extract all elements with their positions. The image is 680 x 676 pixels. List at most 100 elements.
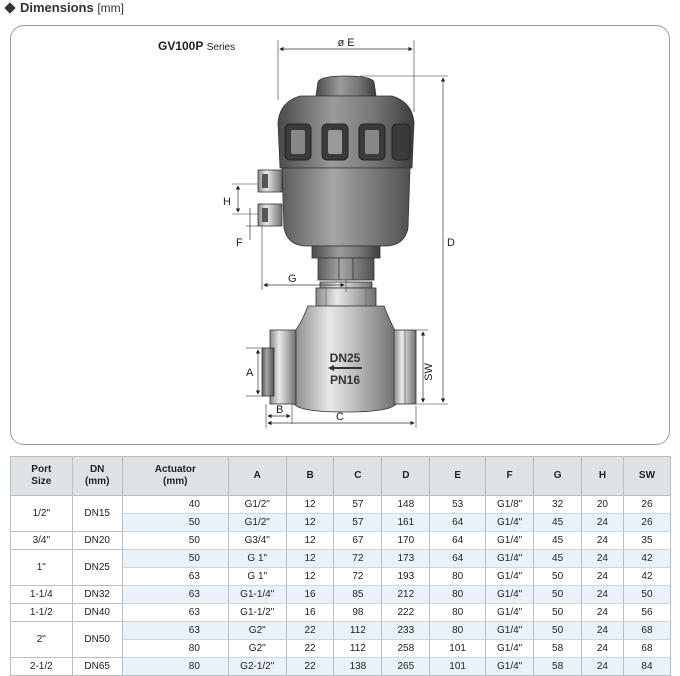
cell-H: 24 — [580, 531, 624, 550]
series-suffix: Series — [206, 42, 236, 53]
cell-B: 12 — [285, 513, 335, 532]
dim-label-F: F — [236, 237, 243, 249]
cell-A: G 1" — [227, 549, 287, 568]
col-header-actuator: Actuator(mm) — [121, 456, 229, 496]
cell-D: 222 — [381, 603, 431, 622]
cell-F: G1/4" — [484, 639, 535, 658]
cell-port-size: 1-1/4 — [10, 585, 73, 604]
cell-C: 72 — [333, 549, 383, 568]
cell-actuator: 50 — [121, 513, 229, 532]
cell-C: 85 — [333, 585, 383, 604]
cell-E: 53 — [429, 495, 486, 514]
cell-F: G1/4" — [484, 513, 535, 532]
cell-D: 161 — [381, 513, 431, 532]
col-header-A: A — [227, 456, 287, 496]
valve-dimension-drawing: DN25 PN16 ø E D SW H F G A B C — [223, 37, 455, 428]
cell-H: 24 — [580, 585, 624, 604]
cell-B: 12 — [285, 495, 335, 514]
dim-label-E: ø E — [337, 37, 354, 49]
valve-body — [293, 305, 397, 413]
actuator-neck — [311, 245, 381, 259]
cell-port-size: 2" — [10, 621, 73, 658]
cell-A: G1/2" — [227, 495, 287, 514]
cell-F: G1/4" — [484, 657, 535, 676]
col-header-port-line1: Port — [31, 464, 52, 475]
cell-F: G1/4" — [484, 621, 535, 640]
col-header-F: F — [484, 456, 535, 496]
cell-dn: DN50 — [71, 621, 123, 658]
cell-SW: 68 — [622, 639, 672, 658]
cell-SW: 68 — [622, 621, 672, 640]
cell-actuator: 40 — [121, 495, 229, 514]
cell-E: 64 — [429, 513, 486, 532]
cell-A: G2" — [227, 639, 287, 658]
cell-B: 22 — [285, 657, 335, 676]
cell-B: 12 — [285, 549, 335, 568]
cell-E: 64 — [429, 531, 486, 550]
cell-H: 24 — [580, 621, 624, 640]
cell-A: G1-1/4" — [227, 585, 287, 604]
cell-C: 138 — [333, 657, 383, 676]
cell-G: 32 — [533, 495, 582, 514]
cell-C: 67 — [333, 531, 383, 550]
cell-A: G2" — [227, 621, 287, 640]
stem-nut — [317, 257, 375, 281]
dim-label-A: A — [246, 367, 254, 379]
body-marking-pn: PN16 — [330, 373, 360, 387]
cell-port-size: 1-1/2 — [10, 603, 73, 622]
cell-actuator: 80 — [121, 657, 229, 676]
cell-G: 45 — [533, 531, 582, 550]
cell-B: 16 — [285, 603, 335, 622]
flow-arrow-icon — [328, 365, 362, 371]
cell-B: 16 — [285, 585, 335, 604]
dim-label-G: G — [288, 273, 297, 285]
cell-C: 112 — [333, 639, 383, 658]
cell-dn: DN20 — [71, 531, 123, 550]
cell-A: G 1" — [227, 567, 287, 586]
cell-C: 57 — [333, 495, 383, 514]
cell-H: 20 — [580, 495, 624, 514]
cell-D: 173 — [381, 549, 431, 568]
cell-A: G3/4" — [227, 531, 287, 550]
cell-actuator: 63 — [121, 567, 229, 586]
cell-E: 101 — [429, 657, 486, 676]
cell-C: 57 — [333, 513, 383, 532]
cell-SW: 56 — [622, 603, 672, 622]
col-header-dn: DN(mm) — [71, 456, 123, 496]
cell-dn: DN40 — [71, 603, 123, 622]
cell-dn: DN65 — [71, 657, 123, 676]
cell-C: 98 — [333, 603, 383, 622]
cell-SW: 35 — [622, 531, 672, 550]
body-marking-dn: DN25 — [330, 351, 361, 365]
dim-label-C: C — [336, 411, 344, 423]
cell-E: 101 — [429, 639, 486, 658]
cell-G: 50 — [533, 603, 582, 622]
cell-H: 24 — [580, 657, 624, 676]
series-name: GV100P — [158, 39, 204, 53]
cell-B: 12 — [285, 567, 335, 586]
actuator-cap — [315, 75, 377, 97]
cell-D: 265 — [381, 657, 431, 676]
col-header-SW: SW — [622, 456, 672, 496]
cell-actuator: 50 — [121, 531, 229, 550]
cell-actuator: 50 — [121, 549, 229, 568]
cell-SW: 42 — [622, 549, 672, 568]
cell-port-size: 2-1/2 — [10, 657, 73, 676]
actuator-housing-lower — [281, 167, 411, 247]
cell-B: 22 — [285, 621, 335, 640]
cell-A: G2-1/2" — [227, 657, 287, 676]
cell-dn: DN15 — [71, 495, 123, 532]
cell-A: G1/2" — [227, 513, 287, 532]
dim-label-H: H — [223, 196, 231, 208]
cell-G: 58 — [533, 657, 582, 676]
cell-E: 64 — [429, 549, 486, 568]
